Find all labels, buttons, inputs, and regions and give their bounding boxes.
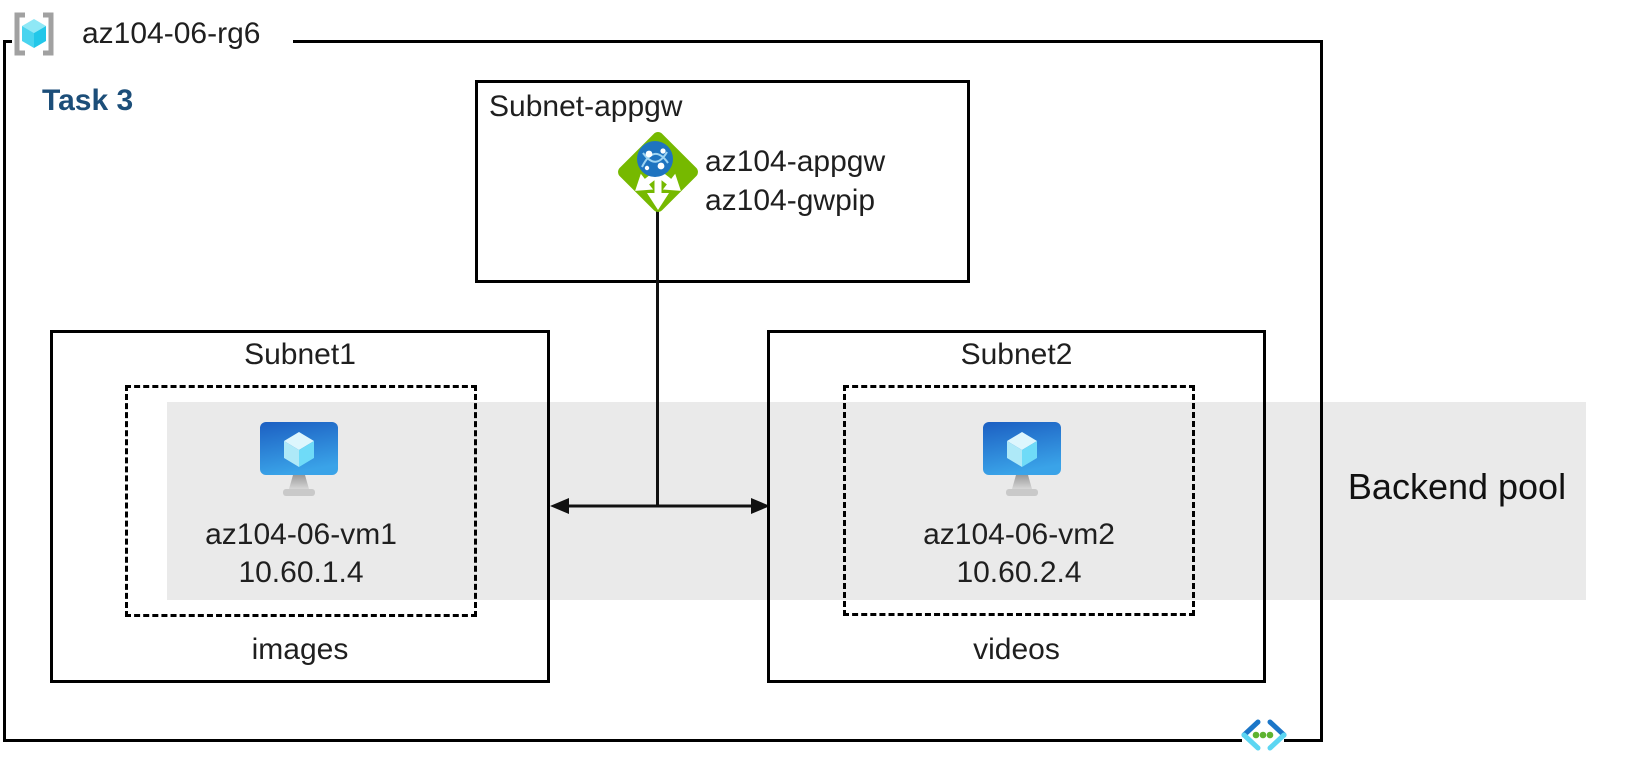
backend-pool-band: [167, 402, 1586, 600]
virtual-machine-icon: [260, 422, 338, 496]
resource-group-box: [3, 40, 1323, 742]
resource-group-label: az104-06-rg6: [82, 17, 261, 50]
subnet1-backend-zone: [125, 385, 477, 617]
subnet1-caption: images: [251, 633, 349, 666]
appgw-connector-line: [656, 210, 659, 506]
subnet-appgw-title: Subnet-appgw: [489, 90, 683, 123]
subnet-link-arrow: [550, 498, 770, 514]
subnet2-title: Subnet2: [960, 338, 1073, 371]
vm2-name-label: az104-06-vm2: [923, 518, 1115, 551]
vm2-ip-label: 10.60.2.4: [956, 556, 1082, 589]
subnet1-title: Subnet1: [244, 338, 356, 371]
gwpip-name-label: az104-gwpip: [705, 184, 876, 217]
vm1-labels: az104-06-vm1 10.60.1.4: [125, 516, 477, 592]
subnet-appgw-box: [475, 80, 970, 283]
virtual-machine-icon: [983, 422, 1061, 496]
appgw-name-label: az104-appgw: [705, 145, 886, 178]
vm2-labels: az104-06-vm2 10.60.2.4: [843, 516, 1195, 592]
subnet2-backend-zone: [843, 385, 1195, 616]
subnet2-box: [767, 330, 1266, 683]
resource-group-icon: [14, 12, 54, 56]
application-gateway-icon: [618, 132, 698, 212]
subnet1-box: [50, 330, 550, 683]
vm1-name-label: az104-06-vm1: [205, 518, 397, 551]
subnet2-caption: videos: [973, 633, 1060, 666]
appgw-labels: az104-appgw az104-gwpip: [705, 142, 885, 220]
virtual-network-icon: [1241, 719, 1287, 751]
backend-pool-label: Backend pool: [1347, 466, 1567, 507]
task-label: Task 3: [42, 84, 134, 117]
vm1-ip-label: 10.60.1.4: [238, 556, 364, 589]
resource-group-header: az104-06-rg6: [12, 6, 293, 62]
